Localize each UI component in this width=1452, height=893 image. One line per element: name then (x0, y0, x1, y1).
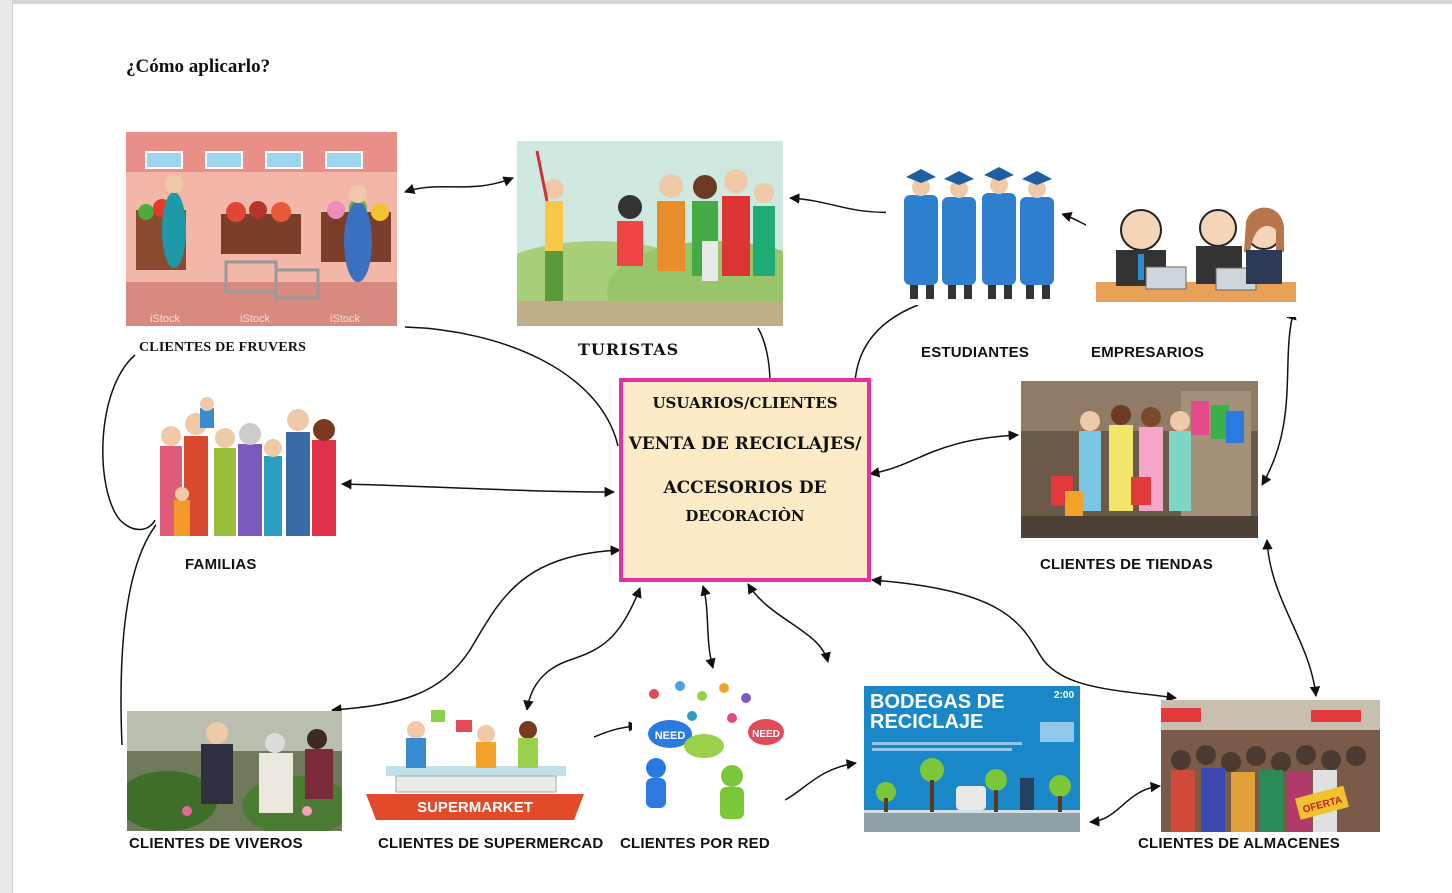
connector-familias-viveros (120, 519, 161, 746)
connector-turistas-estudiantes (788, 193, 900, 218)
turistas-image (517, 141, 783, 326)
connector-tiendas-center (868, 430, 1020, 478)
connector-tiendas-almacenes (1262, 538, 1321, 698)
center-line-2: VENTA DE RECICLAJES/ (628, 434, 862, 454)
viveros-image (127, 711, 342, 831)
need-bubble: NEED (752, 729, 780, 740)
label-estudiantes: ESTUDIANTES (921, 344, 1030, 361)
almacenes-image: OFERTA (1161, 700, 1380, 832)
connector-fruvers-turistas (404, 176, 514, 194)
bodegas-image: BODEGAS DE RECICLAJE 2:00 (864, 686, 1080, 832)
label-familias: FAMILIAS (185, 556, 257, 573)
label-tiendas: CLIENTES DE TIENDAS (1040, 556, 1213, 573)
connector-fruvers-familias-loop (102, 354, 156, 531)
connector-turistas-center (757, 327, 771, 385)
label-fruvers: CLIENTES DE FRUVERS (139, 340, 307, 355)
center-line-3: ACCESORIOS DE (663, 478, 827, 498)
page-title: ¿Cómo aplicarlo? (126, 56, 271, 77)
poster-title-2: RECICLAJE (870, 711, 983, 733)
supermarket-sign: SUPERMARKET (417, 799, 533, 816)
istock-watermark: iStock (330, 313, 360, 325)
istock-watermark: iStock (240, 313, 270, 325)
tiendas-image (1021, 381, 1258, 538)
center-title: USUARIOS/CLIENTES (652, 394, 838, 412)
page-edge (0, 0, 1452, 4)
need-bubble: NEED (655, 730, 686, 742)
connector-center-bodegas (747, 583, 831, 664)
label-red: CLIENTES POR RED (620, 835, 770, 852)
connector-center-red (700, 584, 716, 670)
connector-center-viveros (330, 545, 622, 715)
page-margin (0, 0, 13, 893)
connector-center-supermercado (523, 587, 642, 712)
label-viveros: CLIENTES DE VIVEROS (129, 835, 303, 852)
istock-watermark: iStock (150, 313, 180, 325)
label-supermercado: CLIENTES DE SUPERMERCAD (378, 835, 604, 852)
label-turistas: TURISTAS (578, 340, 680, 359)
center-line-4: DECORACIÒN (685, 507, 805, 525)
connector-estudiantes-center (854, 304, 919, 383)
connector-familias-center (340, 478, 616, 498)
empresarios-image (1086, 172, 1300, 317)
connector-fruvers-center (404, 326, 619, 447)
center-node: USUARIOS/CLIENTES VENTA DE RECICLAJES/ A… (619, 378, 871, 582)
red-image: NEED NEED (632, 676, 785, 832)
poster-title-1: BODEGAS DE (870, 691, 1004, 713)
connector-center-almacenes (870, 575, 1178, 702)
label-almacenes: CLIENTES DE ALMACENES (1138, 835, 1340, 852)
connector-empresarios-tiendas (1261, 308, 1297, 486)
label-empresarios: EMPRESARIOS (1091, 344, 1205, 361)
estudiantes-image (886, 155, 1062, 305)
connector-bodegas-almacenes (1088, 781, 1162, 827)
supermercado-image: SUPERMARKET (356, 710, 594, 828)
poster-time: 2:00 (1054, 690, 1074, 701)
familias-image (156, 396, 338, 539)
fruvers-image: iStock iStock iStock (126, 132, 397, 326)
